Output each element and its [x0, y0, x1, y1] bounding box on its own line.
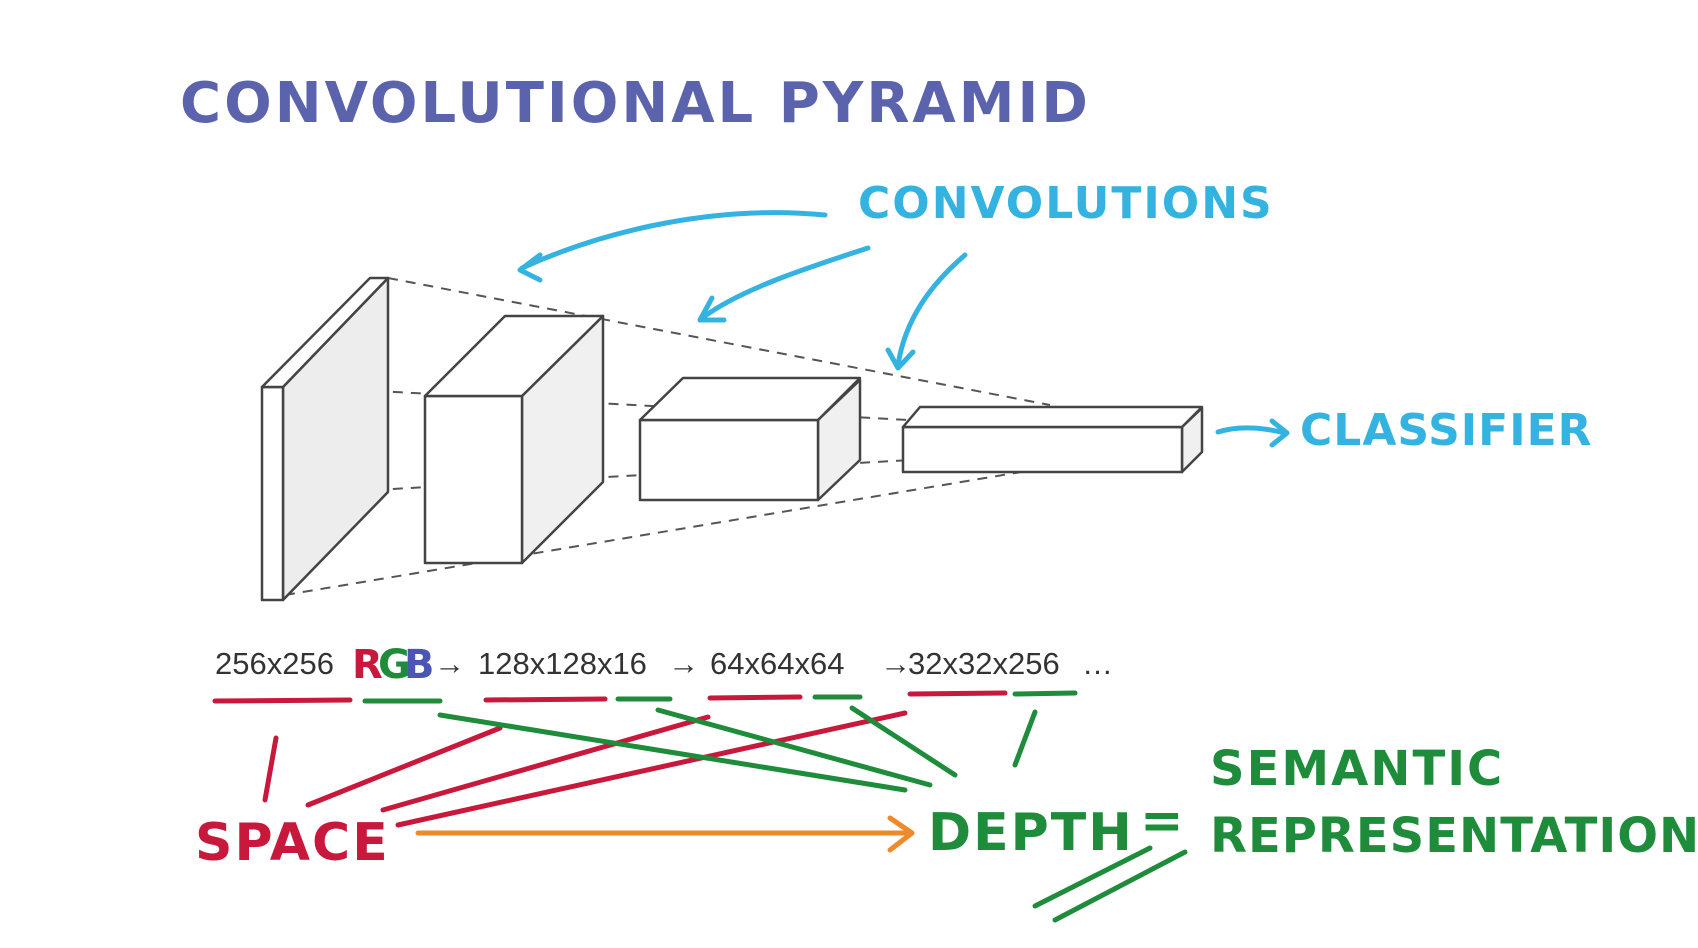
layer1-size-label: 128x128x16 [478, 646, 647, 681]
space-connectors [262, 710, 908, 828]
conv-box-3 [901, 405, 1204, 474]
page-title: CONVOLUTIONAL PYRAMID [180, 71, 1091, 136]
rgb-r-label: R [352, 642, 383, 688]
space-label: SPACE [195, 813, 390, 873]
dimension-underlines [212, 690, 1078, 704]
space-connector-input [262, 735, 279, 803]
convolution-arrow-1 [519, 210, 828, 271]
layer3-size-label: 32x32x256 [908, 646, 1060, 681]
underline-space-3 [907, 690, 1008, 697]
equals-sign: = [1140, 791, 1184, 851]
semantic-label-line1: SEMANTIC [1210, 741, 1504, 797]
convolution-arrowhead-2 [697, 295, 727, 323]
convolutions-label: CONVOLUTIONS [858, 178, 1274, 229]
depth-connector-input [437, 712, 908, 793]
dimension-row: 256x256 R G B → 128x128x16 → 64x64x64 → … [215, 642, 1113, 688]
space-connector-1 [305, 725, 503, 808]
underline-space-input [212, 697, 353, 704]
space-to-depth-arrow [415, 815, 915, 853]
classifier-label: CLASSIFIER [1300, 405, 1593, 456]
depth-connector-3 [1012, 709, 1038, 768]
semantic-label-line2: REPRESENTATION [1210, 808, 1698, 864]
space-connector-2 [380, 714, 711, 813]
depth-connectors [437, 705, 1038, 793]
input-slab [260, 276, 390, 602]
convolution-arrowhead-1 [517, 252, 543, 283]
projection-line-bottom [284, 467, 1046, 596]
underline-space-2 [707, 694, 803, 701]
convolution-arrowhead-3 [885, 347, 916, 371]
input-size-label: 256x256 [215, 646, 334, 681]
layer2-size-label: 64x64x64 [710, 646, 844, 681]
rgb-b-label: B [404, 642, 435, 688]
convolution-arrow-2 [699, 245, 871, 321]
arrow-3: → [880, 646, 911, 681]
semantic-double-stroke [1032, 845, 1188, 923]
classifier-arrow [1215, 418, 1290, 448]
projection-line-upper [284, 385, 1001, 426]
space-connector-3 [395, 710, 908, 828]
underline-space-1 [483, 696, 608, 703]
rgb-g-label: G [378, 642, 411, 688]
depth-label: DEPTH [928, 803, 1134, 863]
conv-box-1 [423, 314, 605, 565]
arrow-2: → [668, 646, 699, 681]
convolution-arrows [517, 210, 968, 371]
ellipsis: … [1082, 646, 1113, 681]
projection-line-top [387, 277, 1051, 406]
convolution-arrow-3 [895, 252, 968, 368]
projection-lines [284, 277, 1051, 596]
layer-boxes [260, 276, 1204, 602]
arrow-1: → [434, 646, 465, 681]
depth-connector-2 [849, 705, 958, 778]
depth-connector-1 [655, 707, 933, 788]
conv-box-2 [638, 376, 862, 502]
projection-line-lower [284, 454, 1001, 496]
underline-depth-3 [1012, 690, 1078, 697]
